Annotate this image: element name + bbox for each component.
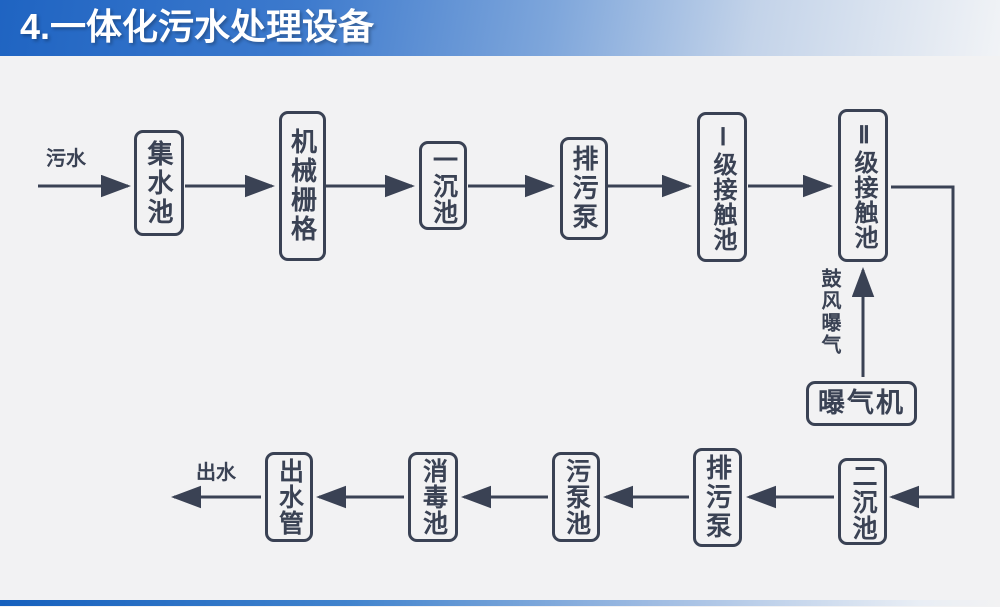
aeration-label: 鼓风曝气 <box>818 268 840 356</box>
node-outlet-pipe: 出水管 <box>265 452 313 542</box>
node-mechanical-grid: 机械栅格 <box>279 111 326 261</box>
node-sludge-pump-tank: 污泵池 <box>552 452 600 542</box>
connector-stage2-to-secondary <box>889 185 955 509</box>
slide-header: 4.一体化污水处理设备 <box>0 0 1000 56</box>
node-primary-sedimentation-tank: 一沉池 <box>419 141 467 230</box>
page-title: 4.一体化污水处理设备 <box>20 6 375 47</box>
node-secondary-sedimentation-tank: 二沉池 <box>838 458 887 545</box>
node-disinfection-tank: 消毒池 <box>408 452 458 542</box>
node-collection-tank: 集水池 <box>134 130 184 236</box>
outflow-label: 出水 <box>196 462 236 484</box>
inflow-label: 污水 <box>46 148 86 170</box>
node-stage2-contact-tank: Ⅱ级接触池 <box>838 109 888 262</box>
node-sewage-pump-top: 排污泵 <box>560 137 608 240</box>
node-sewage-pump-bottom: 排污泵 <box>693 448 742 547</box>
bottom-accent-bar <box>0 600 1000 606</box>
node-stage1-contact-tank: Ⅰ级接触池 <box>697 112 747 262</box>
node-aerator: 曝气机 <box>806 381 917 426</box>
